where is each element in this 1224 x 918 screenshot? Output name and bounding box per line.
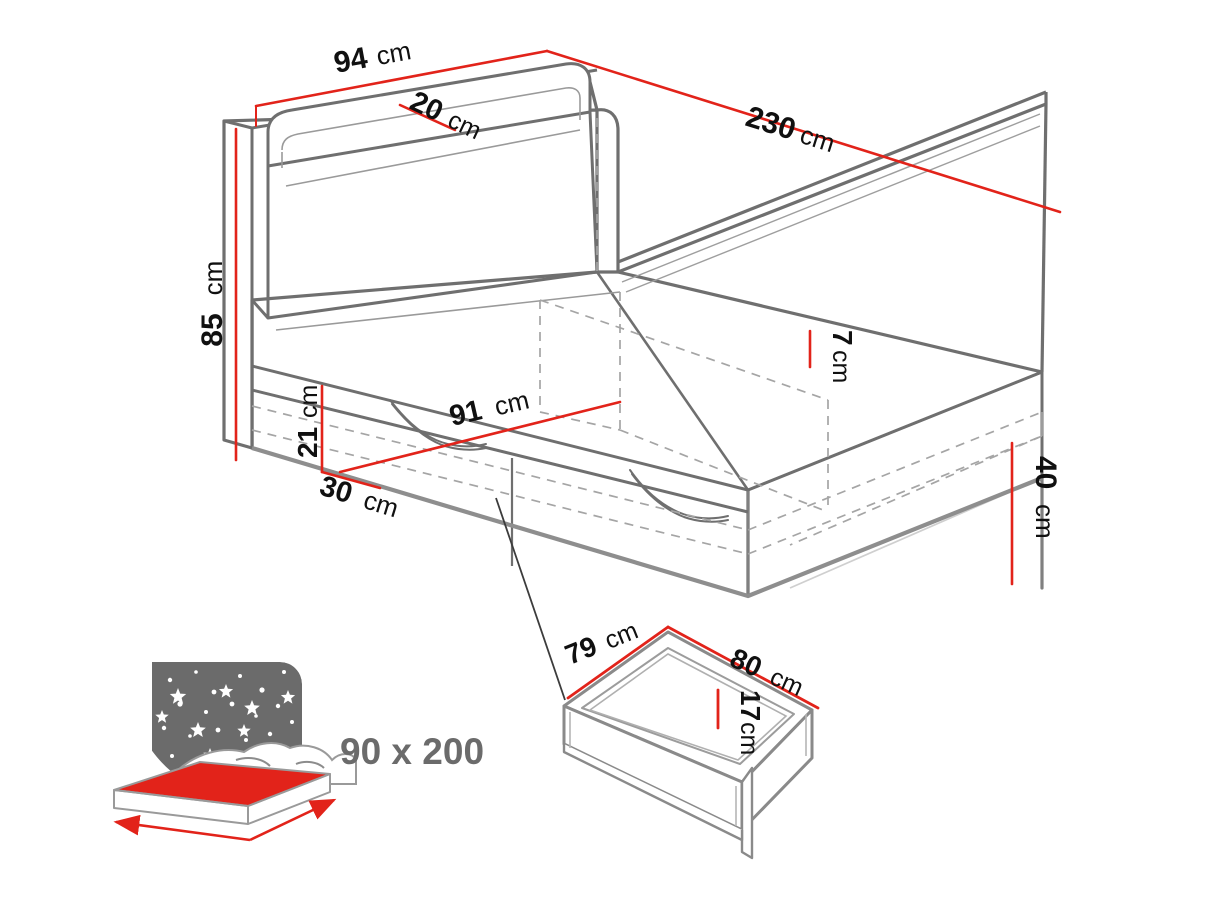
mattress-size-icon: 90 x 200 — [113, 662, 484, 842]
label-7-unit: cm — [827, 350, 855, 383]
mattress-size-label: 90 x 200 — [340, 731, 484, 772]
mattress-block — [113, 761, 331, 825]
drawer-dimension-lines — [566, 625, 820, 730]
label-94-value: 94 — [331, 41, 370, 80]
label-85-value: 85 — [196, 313, 229, 346]
label-17-unit: cm — [735, 722, 763, 755]
mattress-arrows — [113, 798, 337, 842]
label-79-value: 79 — [561, 630, 602, 670]
dimline-230 — [545, 49, 1062, 214]
dimension-lines — [234, 49, 1062, 586]
label-17-value: 17 — [735, 690, 766, 721]
label-230-value: 230 — [742, 100, 800, 147]
label-21-value: 21 — [292, 427, 323, 458]
bed-isometric-body — [222, 62, 1048, 599]
drawer-detail — [562, 630, 814, 860]
label-230-unit: cm — [797, 119, 839, 158]
label-91-unit: cm — [491, 384, 532, 421]
label-40-unit: cm — [1030, 504, 1060, 539]
label-85-unit: cm — [198, 261, 228, 296]
label-40-value: 40 — [1029, 456, 1062, 489]
dimline-94 — [254, 49, 549, 108]
label-21-unit: cm — [295, 385, 323, 418]
dimline-20 — [398, 103, 457, 132]
dimline-30 — [320, 470, 382, 490]
dimline-80 — [666, 625, 820, 710]
dimline-91 — [338, 400, 622, 474]
drawer-leader-line — [495, 497, 566, 701]
label-94-unit: cm — [374, 35, 414, 71]
label-91-value: 91 — [446, 394, 485, 432]
dimline-79 — [566, 625, 670, 700]
label-7-value: 7 — [827, 330, 858, 346]
